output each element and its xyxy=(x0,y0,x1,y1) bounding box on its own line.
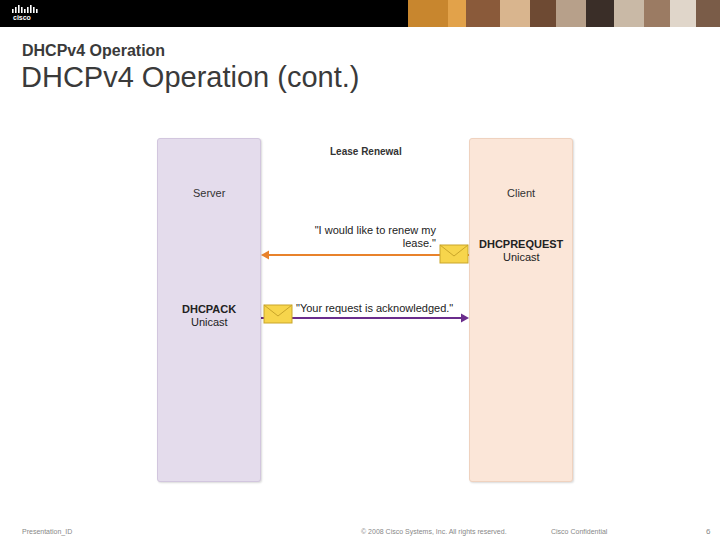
client-icon xyxy=(508,145,544,178)
message-type: Unicast xyxy=(503,251,540,264)
arrow-line xyxy=(269,254,469,256)
arrow-line xyxy=(261,317,461,319)
footer-text: Presentation_ID xyxy=(22,528,72,536)
photo-strip xyxy=(408,0,720,27)
server-panel: ServerDHCPACKUnicast xyxy=(157,138,261,482)
panel-heading: Server xyxy=(193,187,225,200)
footer-text: © 2008 Cisco Systems, Inc. All rights re… xyxy=(361,528,507,536)
message-arrow xyxy=(261,251,469,260)
panel-heading: Client xyxy=(507,187,535,200)
slide-title: DHCPv4 Operation (cont.) xyxy=(21,60,359,95)
diagram-heading: Lease Renewal xyxy=(330,146,402,158)
message-type: Unicast xyxy=(191,316,228,329)
message-text: "I would like to renew my lease." xyxy=(296,224,436,250)
client-panel: ClientDHCPREQUESTUnicast xyxy=(469,138,573,482)
arrow-head xyxy=(261,251,269,260)
logo-text: cisco xyxy=(13,14,31,22)
message-arrow xyxy=(261,314,469,323)
page-number: 6 xyxy=(706,527,710,537)
message-name: DHCPACK xyxy=(182,303,236,316)
header-bar xyxy=(0,0,720,27)
envelope-icon xyxy=(440,245,468,263)
cisco-logo-bars xyxy=(12,5,38,13)
server-icon xyxy=(187,141,217,182)
section-heading: DHCPv4 Operation xyxy=(22,41,165,60)
message-name: DHCPREQUEST xyxy=(479,238,563,251)
arrow-head xyxy=(461,314,469,323)
envelope-icon xyxy=(264,305,292,323)
message-text: "Your request is acknowledged." xyxy=(296,302,476,315)
footer-text: Cisco Confidential xyxy=(551,528,607,536)
